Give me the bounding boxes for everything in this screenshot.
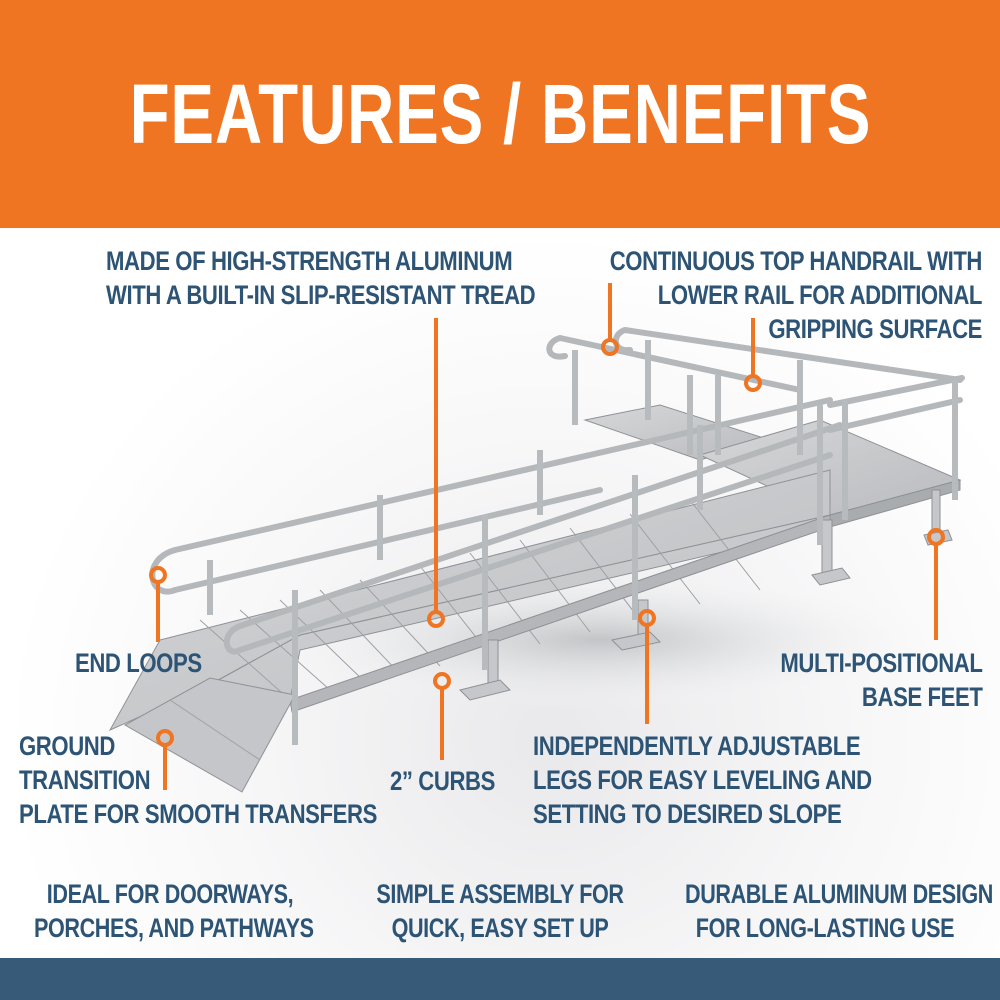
callout-legs: INDEPENDENTLY ADJUSTABLE LEGS FOR EASY L… bbox=[533, 731, 872, 829]
footer-band bbox=[0, 958, 1000, 1000]
callout-curbs: 2” CURBS bbox=[390, 766, 495, 796]
callout-end-loops: END LOOPS bbox=[75, 648, 202, 678]
ground-transition-plate bbox=[123, 677, 296, 793]
callout-transition-plate: GROUND TRANSITION PLATE FOR SMOOTH TRANS… bbox=[19, 731, 377, 829]
benefit-doorways: IDEAL FOR DOORWAYS, PORCHES, AND PATHWAY… bbox=[34, 879, 314, 943]
page-title: FEATURES / BENEFITS bbox=[129, 66, 871, 161]
header-banner: FEATURES / BENEFITS bbox=[0, 0, 1000, 228]
benefit-assembly: SIMPLE ASSEMBLY FOR QUICK, EASY SET UP bbox=[376, 879, 624, 943]
handrails bbox=[149, 327, 965, 655]
posts bbox=[207, 340, 958, 745]
callout-handrail: CONTINUOUS TOP HANDRAIL WITH LOWER RAIL … bbox=[609, 246, 983, 344]
callout-base-feet: MULTI-POSITIONAL BASE FEET bbox=[779, 648, 983, 712]
benefit-durable: DURABLE ALUMINUM DESIGN FOR LONG-LASTING… bbox=[685, 879, 993, 943]
callout-aluminum: MADE OF HIGH-STRENGTH ALUMINUM WITH A BU… bbox=[106, 246, 536, 310]
callout-markers bbox=[149, 283, 945, 790]
